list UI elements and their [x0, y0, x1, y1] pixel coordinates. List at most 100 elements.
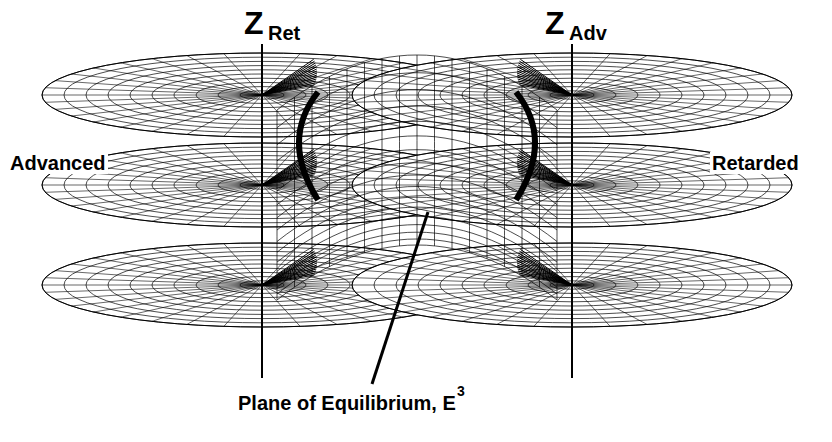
- mesh-line: [277, 232, 557, 287]
- disc-radial: [93, 285, 262, 312]
- disc-cusp: [262, 69, 317, 95]
- disc-radial: [93, 185, 262, 212]
- disc-cusp: [519, 63, 572, 95]
- disc-radial: [497, 246, 572, 285]
- equilibrium-surface: [277, 55, 557, 300]
- disc-cusp: [518, 67, 572, 95]
- side-label: Advanced: [8, 152, 108, 174]
- disc-cusp: [517, 263, 572, 285]
- disc-radial: [572, 95, 713, 127]
- disc-cusp: [262, 257, 316, 285]
- disc-cusp: [262, 251, 315, 285]
- disc-cusp: [262, 81, 316, 95]
- mesh-line: [277, 175, 557, 230]
- disc-radial: [224, 54, 262, 95]
- disc-radial: [365, 285, 572, 299]
- disc-radial: [572, 185, 610, 226]
- disc-cusp: [517, 261, 572, 285]
- disc-radial: [572, 285, 713, 317]
- disc-cusp: [262, 269, 316, 285]
- axis-letter: Z: [244, 6, 264, 41]
- disc-cusp: [518, 269, 572, 285]
- mesh-line: [277, 207, 557, 262]
- disc-cusp: [262, 255, 316, 285]
- disc-radial: [224, 244, 262, 285]
- disc-radial: [121, 63, 262, 95]
- disc-cusp: [262, 85, 315, 95]
- disc-cusp: [519, 251, 572, 285]
- disc-cusp: [517, 75, 572, 95]
- disc-cusp: [518, 81, 572, 95]
- disc-cusp: [517, 73, 572, 95]
- disc-radial: [224, 144, 262, 185]
- disc-radial: [262, 185, 337, 224]
- disc-cusp: [518, 255, 572, 285]
- disc-radial: [93, 95, 262, 122]
- disc-radial: [55, 185, 262, 199]
- crescent: [299, 92, 318, 200]
- plane-superscript: 3: [457, 384, 465, 399]
- disc-radial: [572, 95, 763, 116]
- disc-radial: [42, 185, 262, 186]
- disc-cusp: [262, 261, 317, 285]
- disc-radial: [572, 68, 741, 95]
- axis-subscript: Ret: [268, 22, 300, 44]
- disc-radial: [572, 59, 682, 95]
- disc-radial: [365, 185, 572, 199]
- disc-cusp: [262, 265, 317, 285]
- plane-label: Plane of Equilibrium, E: [236, 392, 458, 414]
- disc-radial: [572, 95, 647, 134]
- disc-radial: [572, 285, 610, 326]
- disc-cusp: [518, 79, 572, 95]
- disc-cusp: [262, 77, 317, 95]
- disc-radial: [572, 95, 610, 136]
- disc-radial: [262, 285, 337, 324]
- disc-cusp: [517, 267, 572, 285]
- mesh-line: [277, 245, 557, 300]
- disc-radial: [121, 253, 262, 285]
- z-ret-axis: [261, 44, 263, 378]
- disc-radial: [45, 185, 262, 192]
- disc-cusp: [262, 63, 315, 95]
- disc-radial: [572, 178, 789, 185]
- disc-radial: [497, 56, 572, 95]
- disc-radial: [403, 158, 572, 185]
- disc-radial: [152, 95, 262, 131]
- disc-cusp: [518, 257, 572, 285]
- mesh-line: [277, 110, 278, 300]
- disc-cusp: [519, 85, 572, 95]
- disc-radial: [572, 95, 792, 96]
- disc-cusp: [262, 67, 316, 95]
- disc-cusp: [519, 61, 572, 95]
- disc-radial: [71, 74, 262, 95]
- disc-radial: [42, 95, 262, 96]
- disc-radial: [572, 285, 647, 324]
- mesh-line: [504, 77, 505, 267]
- disc-cusp: [517, 71, 572, 95]
- disc-radial: [572, 285, 792, 286]
- disc-radial: [45, 95, 262, 102]
- disc-radial: [572, 88, 789, 95]
- side-label: Retarded: [710, 152, 801, 174]
- disc-radial: [403, 95, 572, 122]
- disc-radial: [572, 185, 792, 186]
- disc-radial: [462, 285, 572, 321]
- disc-cusp: [262, 79, 316, 95]
- disc-radial: [572, 258, 741, 285]
- disc-radial: [55, 95, 262, 109]
- mesh-line: [557, 110, 558, 300]
- z-adv-axis: [571, 44, 573, 378]
- disc-radial: [45, 285, 262, 292]
- disc-radial: [55, 285, 262, 299]
- disc-radial: [572, 249, 682, 285]
- disc-cusp: [519, 253, 572, 285]
- disc-radial: [152, 185, 262, 221]
- disc-cusp: [518, 65, 572, 95]
- disc-radial: [572, 285, 763, 306]
- disc-cusp: [517, 69, 572, 95]
- disc-radial: [121, 153, 262, 185]
- disc-cusp: [262, 253, 315, 285]
- mesh-line: [277, 187, 557, 242]
- disc-radial: [352, 185, 572, 186]
